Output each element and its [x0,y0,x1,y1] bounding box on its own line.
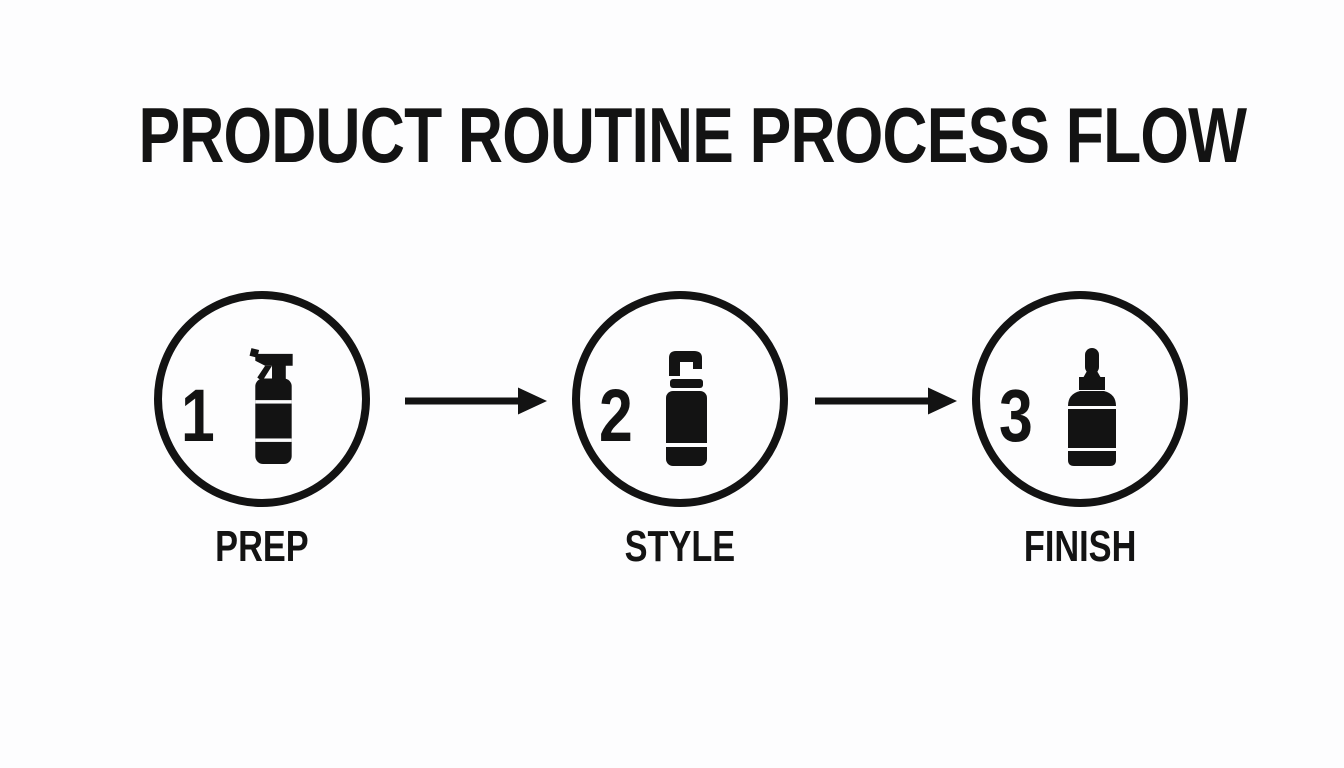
step-label: STYLE [530,525,830,569]
step-circle: 2 [572,291,788,507]
step-label-text: STYLE [624,522,736,571]
pump-bottle-icon [666,351,707,466]
step-number: 1 [181,374,215,457]
step-style: 2 STYLE [572,291,788,591]
dropper-bottle-icon [1068,348,1116,466]
step-label-text: PREP [215,522,309,571]
flow-arrow [815,387,957,415]
step-circle: 1 [154,291,370,507]
step-number: 3 [999,374,1033,457]
spray-bottle-icon [249,348,293,465]
diagram-title-text: PRODUCT ROUTINE PROCESS FLOW [138,91,1247,179]
flow-arrow [405,387,547,415]
step-prep: 1 PREP [154,291,370,591]
step-circle: 3 [972,291,1188,507]
step-number: 2 [599,374,633,457]
diagram-title: PRODUCT ROUTINE PROCESS FLOW [0,96,1344,174]
step-finish: 3 FINISH [972,291,1188,591]
step-label: PREP [112,525,412,569]
step-label: FINISH [930,525,1230,569]
step-label-text: FINISH [1023,522,1137,571]
